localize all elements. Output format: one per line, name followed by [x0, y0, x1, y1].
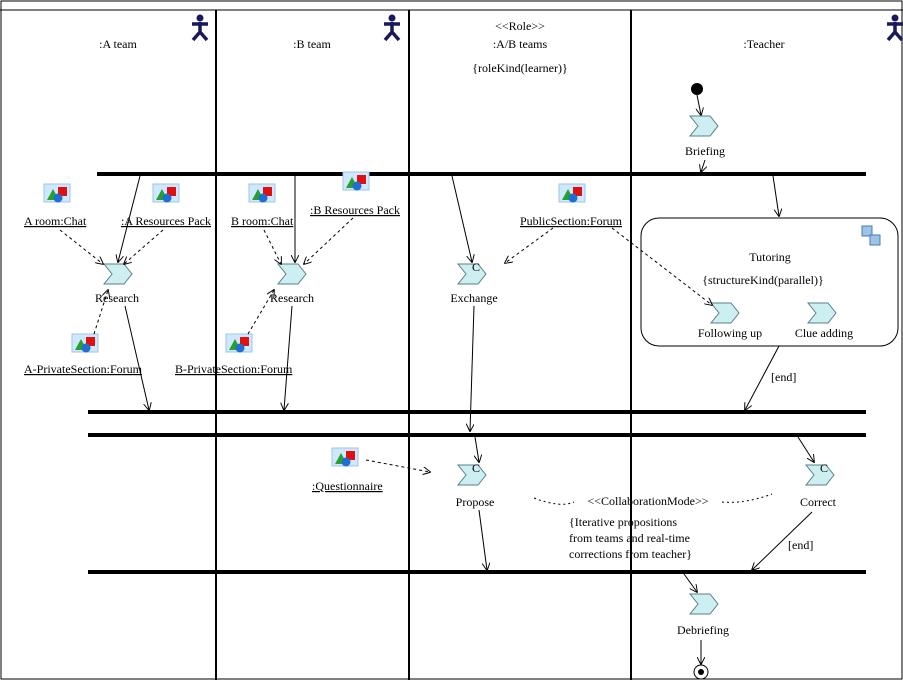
activity-propose-label: Propose [456, 495, 495, 509]
collaboration-link-left [533, 497, 575, 505]
flow-line [697, 94, 701, 115]
activity-clue-adding-label: Clue adding [795, 326, 853, 340]
resource-icon [342, 171, 370, 191]
resource-questionnaire[interactable]: :Questionnaire [312, 479, 383, 493]
flow-line [124, 305, 149, 410]
resource-link [263, 229, 281, 264]
guard-end-correct: [end] [788, 538, 813, 552]
lane-title-a-team: :A team [99, 37, 137, 51]
activity-exchange-mark: C [472, 260, 480, 274]
resource-a-private-forum[interactable]: A-PrivateSection:Forum [24, 362, 143, 376]
resource-link [365, 459, 430, 472]
activity-debriefing-shape [688, 593, 719, 615]
resource-icon [331, 447, 359, 467]
flow-line [683, 573, 697, 592]
collaboration-note-line1: {Iterative propositions [569, 515, 677, 529]
resource-link [611, 227, 712, 305]
collaboration-note-line3: corrections from teacher} [569, 547, 692, 561]
resource-icon [225, 333, 253, 353]
activity-research-b-label: Research [270, 291, 314, 305]
subactivity-icon [861, 225, 881, 246]
lane-title-ab-teams: :A/B teams [493, 37, 548, 51]
activity-briefing-label: Briefing [685, 144, 725, 158]
flow-line [797, 436, 814, 462]
flow-line [451, 175, 472, 262]
flow-line [772, 175, 779, 216]
activity-correct-shape [804, 464, 835, 486]
resource-b-room-chat[interactable]: B room:Chat [231, 214, 294, 228]
activity-following-up-shape [709, 302, 740, 324]
activity-clue-adding-shape [806, 302, 837, 324]
tutoring-group [640, 217, 899, 347]
lane-title-b-team: :B team [293, 37, 331, 51]
flow-line [478, 509, 487, 570]
resource-link [93, 290, 108, 335]
collaboration-note-line2: from teams and real-time [569, 531, 690, 545]
resource-icon [558, 183, 586, 203]
resource-link [124, 229, 164, 264]
resource-link [59, 229, 103, 264]
flow-line [118, 175, 141, 262]
activity-propose-mark: C [472, 461, 480, 475]
flow-line [475, 436, 479, 462]
lane-stereotype-role: <<Role>> [495, 19, 545, 33]
activity-briefing-shape [688, 115, 719, 137]
flow-line [701, 159, 705, 172]
resource-link [247, 290, 274, 335]
resource-b-private-forum[interactable]: B-PrivateSection:Forum [175, 362, 293, 376]
resource-a-resources-pack[interactable]: :A Resources Pack [121, 214, 211, 228]
activity-correct-mark: C [820, 461, 828, 475]
tutoring-constraint: {structureKind(parallel)} [702, 273, 823, 287]
final-node [693, 664, 709, 680]
collaboration-link-right [721, 493, 773, 503]
resource-b-resources-pack[interactable]: :B Resources Pack [310, 203, 400, 217]
resource-a-room-chat[interactable]: A room:Chat [24, 214, 87, 228]
activity-propose-shape [456, 464, 487, 486]
collaboration-stereotype: <<CollaborationMode>> [587, 494, 708, 508]
initial-node [691, 83, 703, 95]
activity-research-a-shape [102, 263, 133, 285]
resource-icon [248, 183, 276, 203]
resource-public-forum[interactable]: PublicSection:Forum [520, 214, 623, 228]
activity-debriefing-label: Debriefing [677, 623, 729, 637]
resource-icon [71, 333, 99, 353]
activity-following-up-label: Following up [698, 326, 762, 340]
actor-icon [886, 14, 903, 42]
activity-research-b-shape [276, 263, 307, 285]
lane-constraint-rolekind: {roleKind(learner)} [472, 61, 567, 75]
activity-exchange-label: Exchange [450, 291, 497, 305]
guard-end-tutoring: [end] [771, 370, 796, 384]
resource-link [505, 227, 554, 263]
actor-icon [191, 14, 209, 42]
activity-correct-label: Correct [800, 495, 837, 509]
activity-exchange-shape [456, 263, 487, 285]
activity-research-a-label: Research [95, 291, 139, 305]
flow-line [752, 511, 813, 570]
flow-line [284, 305, 293, 410]
resource-icon [43, 183, 71, 203]
lane-title-teacher: :Teacher [743, 37, 784, 51]
actor-icon [383, 14, 401, 42]
flow-line [745, 345, 780, 410]
resource-icon [152, 183, 180, 203]
activity-tutoring-label: Tutoring [749, 250, 791, 264]
resource-link [304, 217, 354, 264]
